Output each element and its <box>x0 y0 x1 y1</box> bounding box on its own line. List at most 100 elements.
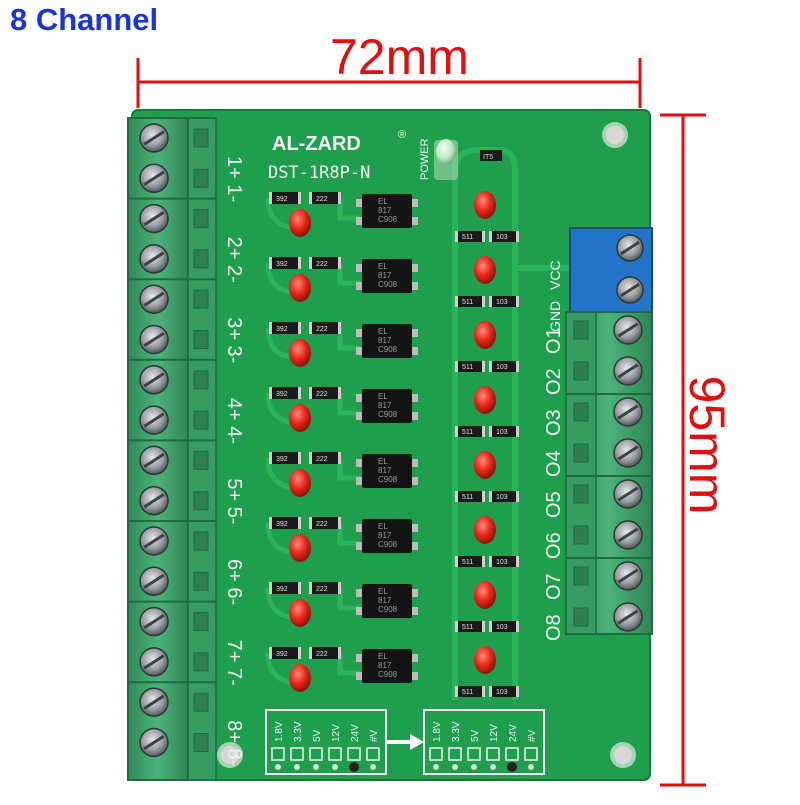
mounting-holes <box>217 122 636 768</box>
registered-mark: ® <box>398 129 406 141</box>
svg-text:222: 222 <box>316 261 328 268</box>
optocoupler-chip <box>362 649 412 683</box>
output-led <box>474 646 496 674</box>
voltage-selector-input: 1.8V 3.3V 5V 12V 24V #V <box>265 709 387 775</box>
svg-text:103: 103 <box>496 364 508 371</box>
input-labels: 1+ 1-2+ 2-3+ 3-4+ 4-5+ 5-6+ 6-7+ 7-8+ 8- <box>223 156 245 766</box>
svg-text:#V: #V <box>369 729 380 742</box>
svg-text:222: 222 <box>316 196 328 203</box>
svg-text:12V: 12V <box>489 724 500 742</box>
input-led <box>289 404 311 432</box>
power-led: IT5 <box>434 139 502 180</box>
svg-text:511: 511 <box>462 234 473 241</box>
svg-text:511: 511 <box>462 689 473 696</box>
svg-text:IT5: IT5 <box>483 154 493 161</box>
optocoupler-chip <box>362 259 412 293</box>
svg-text:511: 511 <box>462 299 473 306</box>
svg-text:392: 392 <box>276 456 288 463</box>
optocoupler-chip <box>362 584 412 618</box>
optocoupler-chip <box>362 454 412 488</box>
svg-text:103: 103 <box>496 559 508 566</box>
optocoupler-chip <box>362 519 412 553</box>
svg-text:392: 392 <box>276 586 288 593</box>
gnd-label: GND <box>547 301 563 332</box>
svg-text:EL: EL <box>378 197 388 206</box>
svg-text:12V: 12V <box>331 724 342 742</box>
svg-text:103: 103 <box>496 494 508 501</box>
svg-text:24V: 24V <box>350 724 361 742</box>
optocoupler-chip <box>362 389 412 423</box>
svg-text:EL: EL <box>378 392 388 401</box>
input-channel-label: 5+ 5- <box>223 478 245 524</box>
input-channel-label: 6+ 6- <box>223 559 245 605</box>
svg-text:222: 222 <box>316 391 328 398</box>
optocoupler-chip <box>362 324 412 358</box>
svg-text:1.8V: 1.8V <box>432 721 443 742</box>
arrow-icon <box>385 734 424 750</box>
svg-text:817: 817 <box>378 401 392 410</box>
svg-text:817: 817 <box>378 336 392 345</box>
svg-text:817: 817 <box>378 466 392 475</box>
svg-text:EL: EL <box>378 262 388 271</box>
svg-text:EL: EL <box>378 327 388 336</box>
input-channel-label: 8+ 8- <box>223 720 245 766</box>
svg-text:C908: C908 <box>378 605 398 614</box>
input-led <box>289 534 311 562</box>
input-led <box>289 339 311 367</box>
height-dimension-line <box>660 113 706 787</box>
svg-text:1.8V: 1.8V <box>274 721 285 742</box>
input-terminal-block <box>127 117 217 781</box>
input-channel-label: 4+ 4- <box>223 398 245 444</box>
svg-text:3.3V: 3.3V <box>293 721 304 742</box>
svg-text:5V: 5V <box>470 729 481 742</box>
output-channel-label: O3 <box>543 409 565 436</box>
svg-text:392: 392 <box>276 261 288 268</box>
output-led <box>474 321 496 349</box>
svg-text:103: 103 <box>496 234 508 241</box>
output-channel-label: O1 <box>543 327 565 354</box>
svg-text:392: 392 <box>276 391 288 398</box>
svg-text:817: 817 <box>378 206 392 215</box>
svg-text:222: 222 <box>316 456 328 463</box>
svg-text:392: 392 <box>276 326 288 333</box>
output-led <box>474 451 496 479</box>
brand-logo: AL-ZARD <box>272 133 361 155</box>
svg-text:C908: C908 <box>378 345 398 354</box>
svg-text:3.3V: 3.3V <box>451 721 462 742</box>
input-led <box>289 664 311 692</box>
svg-text:EL: EL <box>378 587 388 596</box>
output-led <box>474 581 496 609</box>
svg-text:EL: EL <box>378 652 388 661</box>
caption-title: 8 Channel <box>10 2 159 37</box>
input-led <box>289 274 311 302</box>
svg-text:392: 392 <box>276 651 288 658</box>
output-channel-label: O5 <box>543 491 565 518</box>
output-channel-label: O4 <box>543 450 565 477</box>
height-dimension-label: 95mm <box>679 375 735 515</box>
output-channel-label: O2 <box>543 368 565 395</box>
svg-text:817: 817 <box>378 596 392 605</box>
svg-text:392: 392 <box>276 521 288 528</box>
svg-text:5V: 5V <box>312 729 323 742</box>
output-led <box>474 191 496 219</box>
svg-text:24V: 24V <box>508 724 519 742</box>
output-channel-label: O8 <box>543 614 565 641</box>
input-channel-label: 2+ 2- <box>223 237 245 283</box>
svg-text:222: 222 <box>316 326 328 333</box>
svg-text:511: 511 <box>462 559 473 566</box>
svg-text:222: 222 <box>316 586 328 593</box>
svg-text:C908: C908 <box>378 540 398 549</box>
svg-text:C908: C908 <box>378 670 398 679</box>
width-dimension-line <box>136 58 642 108</box>
svg-text:EL: EL <box>378 457 388 466</box>
vcc-label: VCC <box>547 260 563 290</box>
output-led <box>474 386 496 414</box>
output-led <box>474 516 496 544</box>
svg-text:C908: C908 <box>378 280 398 289</box>
